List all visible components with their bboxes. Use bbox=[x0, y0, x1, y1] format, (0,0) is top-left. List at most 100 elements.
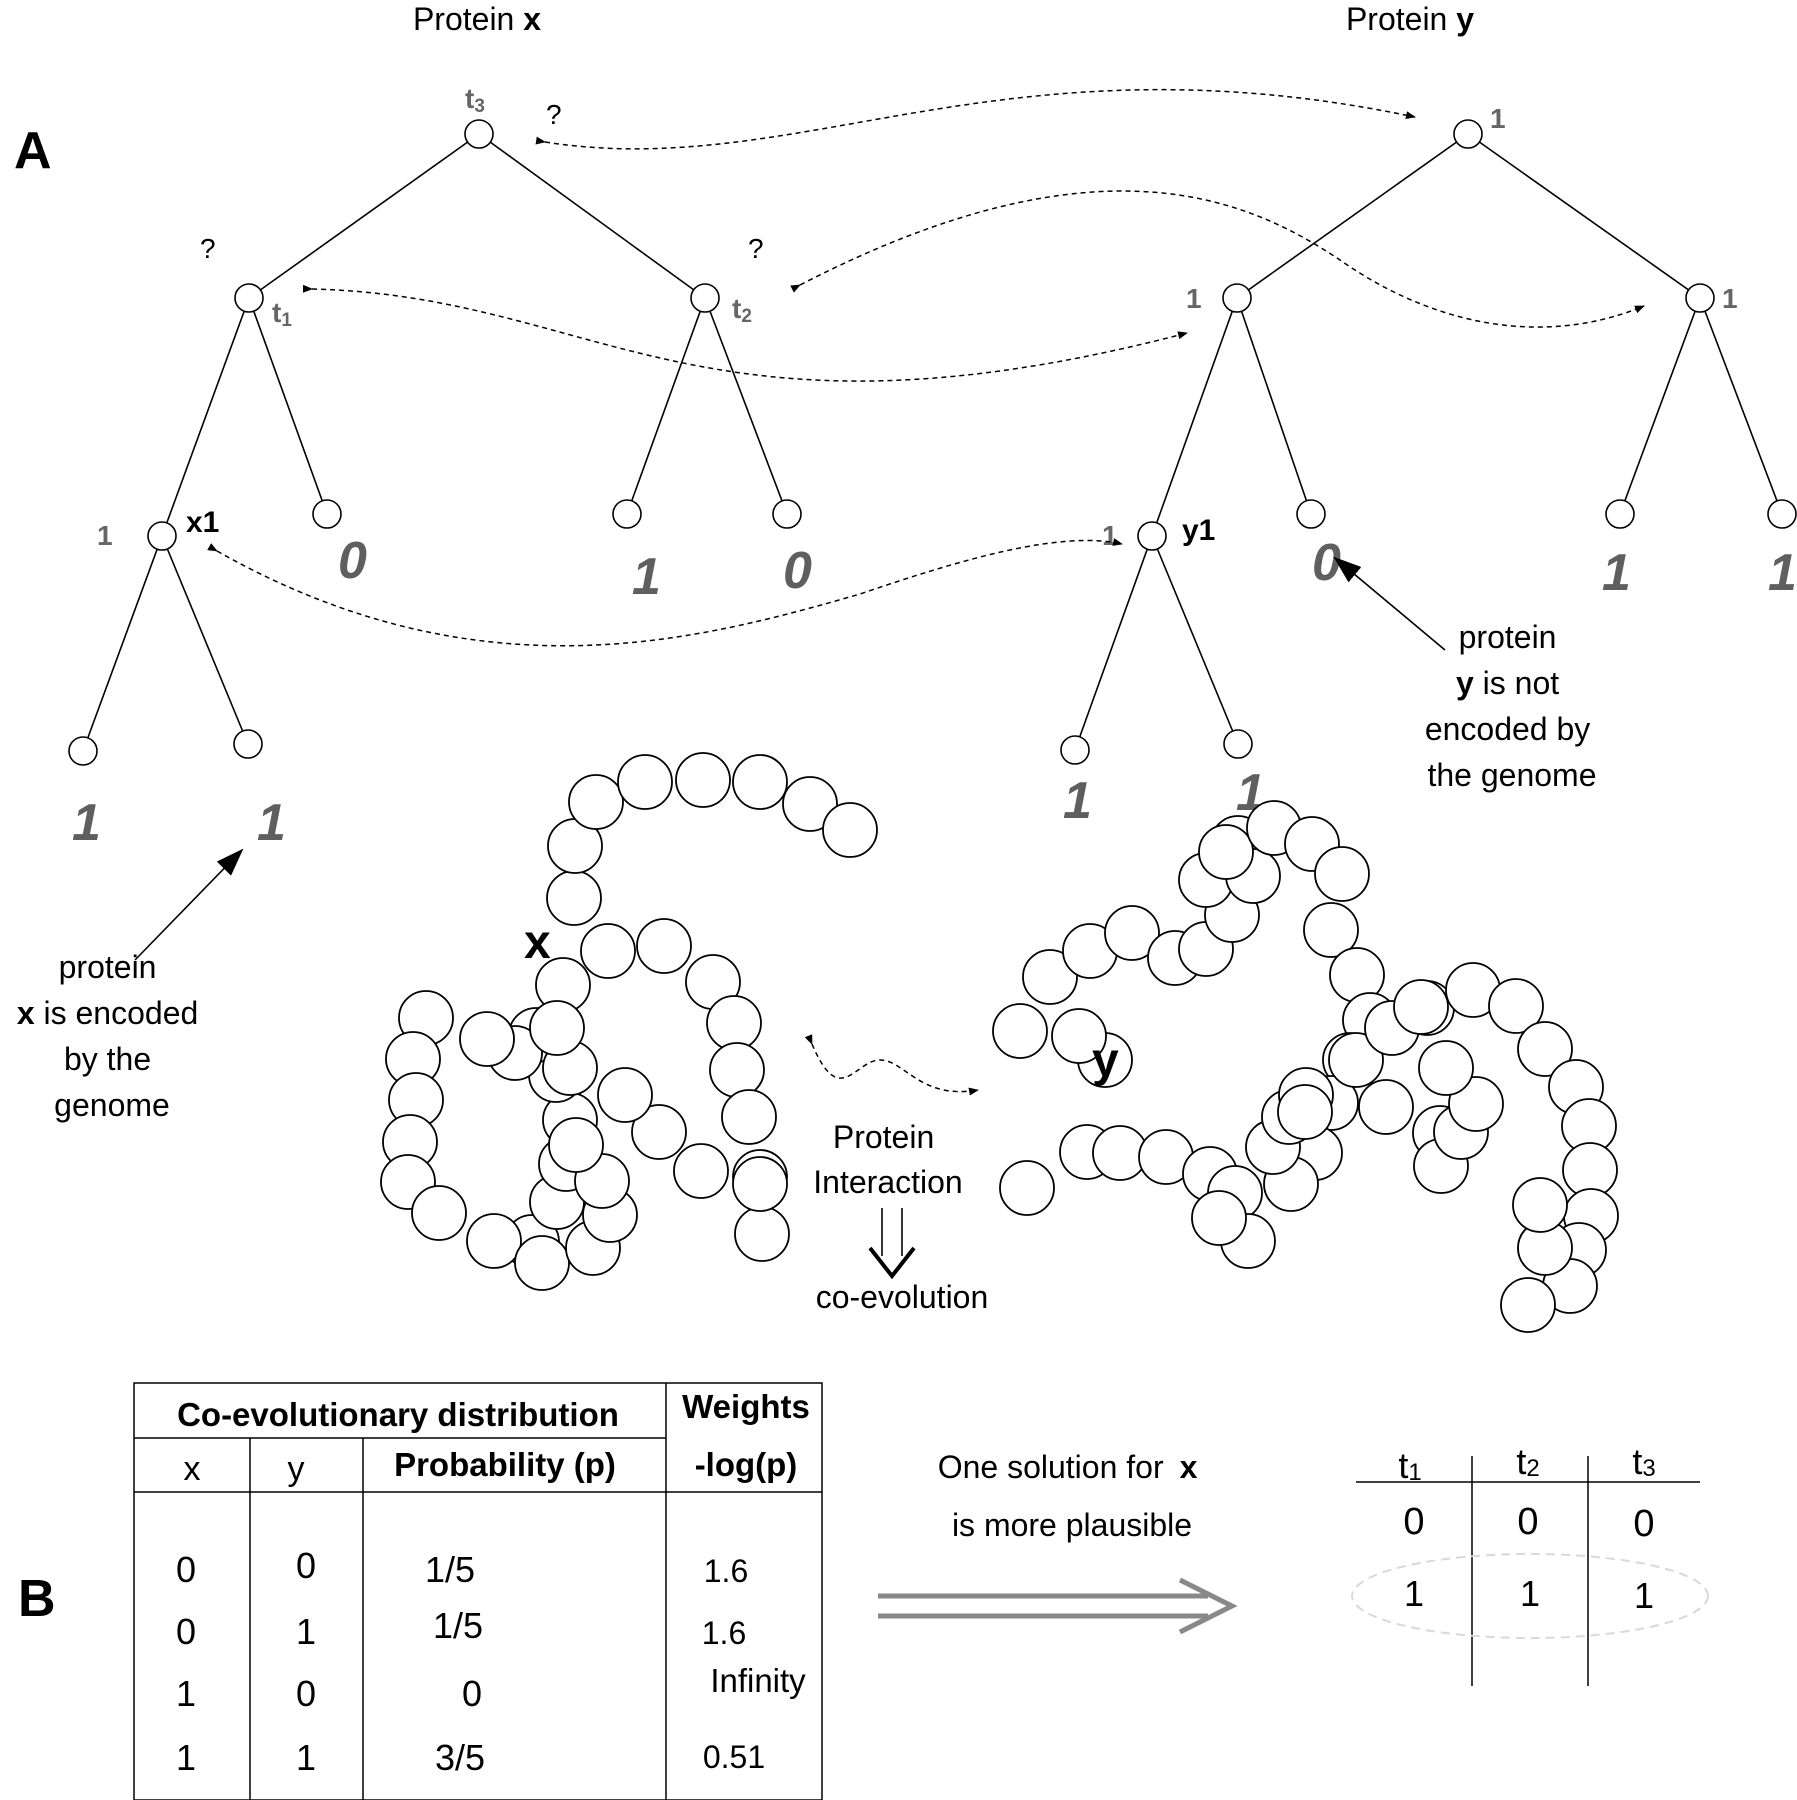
chain-bead bbox=[1022, 949, 1078, 1005]
chain-x-label: x bbox=[524, 916, 551, 969]
tree-x-leaf-node bbox=[233, 729, 263, 759]
tree-y-edge bbox=[1467, 133, 1701, 299]
chain-bead bbox=[1512, 1177, 1568, 1233]
solution-cell: 1 bbox=[1404, 1573, 1424, 1614]
tree-y-root-value: 1 bbox=[1490, 103, 1506, 134]
chain-bead bbox=[459, 1011, 515, 1067]
table-row: 1 1 3/5 0.51 bbox=[176, 1737, 765, 1778]
tree-x-x1-value: 1 bbox=[97, 520, 113, 551]
note-x-line2: x is encoded bbox=[17, 995, 198, 1031]
interaction-line2: Interaction bbox=[813, 1164, 962, 1200]
note-x-line3: by the bbox=[64, 1041, 151, 1077]
tree-y-leaf-value: 1 bbox=[1768, 544, 1797, 602]
table-frame bbox=[133, 1382, 823, 1800]
tree-x-x1-label: x1 bbox=[186, 506, 219, 539]
tree-x-edges bbox=[82, 133, 788, 752]
tree-x-edge bbox=[626, 297, 706, 515]
tree-x-edge bbox=[161, 535, 249, 745]
dashed-arrow-t2 bbox=[790, 190, 1645, 328]
chain-bead bbox=[734, 1206, 790, 1262]
chain-bead bbox=[548, 1117, 604, 1173]
chain-bead bbox=[597, 1067, 653, 1123]
implies-arrow-icon bbox=[868, 1208, 916, 1280]
table-row: 0 1 1/5 1.6 bbox=[176, 1605, 746, 1652]
cell-y: 1 bbox=[296, 1737, 316, 1778]
chain-bead bbox=[1448, 1076, 1504, 1132]
tree-y-edge bbox=[1151, 297, 1238, 537]
chain-bead bbox=[636, 918, 692, 974]
tree-y-leaf-node bbox=[1296, 499, 1326, 529]
table-weights-header-line1: Weights bbox=[682, 1388, 810, 1425]
cell-weight: 0.51 bbox=[703, 1739, 765, 1775]
interaction-squiggle-arrow bbox=[804, 1034, 979, 1096]
arrow-protein-y-note bbox=[1333, 556, 1446, 651]
tree-y-edge bbox=[1074, 535, 1153, 751]
chain-bead bbox=[617, 754, 673, 810]
protein-x-title-prefix: Protein bbox=[413, 1, 523, 37]
chain-bead bbox=[1314, 846, 1370, 902]
tree-y-edge bbox=[1619, 297, 1701, 515]
cell-y: 0 bbox=[296, 1673, 316, 1714]
note-y-line2: y is not bbox=[1456, 665, 1559, 701]
tree-x-t1-label: t1 bbox=[272, 297, 292, 331]
cell-weight: 1.6 bbox=[702, 1615, 746, 1651]
chain-bead bbox=[709, 1042, 765, 1098]
chain-bead bbox=[1277, 1084, 1333, 1140]
cell-x: 0 bbox=[176, 1611, 196, 1652]
chain-bead bbox=[466, 1213, 522, 1269]
protein-x-title-letter: x bbox=[523, 1, 541, 37]
chain-bead bbox=[1418, 1040, 1474, 1096]
chain-bead bbox=[580, 923, 636, 979]
protein-y-title: Protein y bbox=[1346, 1, 1474, 37]
cell-weight: Infinity bbox=[710, 1662, 806, 1699]
tree-y-left-value: 1 bbox=[1186, 283, 1202, 314]
tree-y-y1-label: y1 bbox=[1182, 514, 1215, 547]
table-col-x: x bbox=[184, 1450, 201, 1488]
table-col-y: y bbox=[288, 1450, 305, 1488]
tree-x-edge bbox=[161, 297, 250, 537]
tree-x-t2-question: ? bbox=[748, 233, 764, 264]
solution-cell: 0 bbox=[1633, 1503, 1654, 1545]
tree-x-leaf-value: 0 bbox=[783, 542, 812, 600]
tree-x-edge bbox=[704, 297, 788, 515]
note-x-line4: genome bbox=[54, 1087, 170, 1123]
dashed-arrow-t1 bbox=[302, 284, 1188, 382]
tree-x-x1-node bbox=[147, 521, 177, 551]
dashed-arrow-root bbox=[535, 88, 1416, 150]
protein-x-chain bbox=[380, 752, 878, 1291]
tree-y-leaf-node bbox=[1605, 499, 1635, 529]
chain-bead bbox=[1104, 905, 1160, 961]
tree-y-leaf-value: 1 bbox=[1063, 772, 1092, 830]
solution-text-line2: is more plausible bbox=[952, 1507, 1192, 1543]
panel-b-label: B bbox=[18, 1570, 56, 1628]
tree-x-edge bbox=[248, 133, 480, 299]
arrow-protein-x-note bbox=[134, 848, 244, 961]
cell-x: 1 bbox=[176, 1673, 196, 1714]
tree-y-edge bbox=[1236, 133, 1469, 299]
chain-bead bbox=[1358, 1079, 1414, 1135]
tree-x-edge bbox=[478, 133, 706, 299]
tree-x-leaf-node bbox=[312, 499, 342, 529]
tree-y-leaf-node bbox=[1223, 729, 1253, 759]
table-group-header: Co-evolutionary distribution bbox=[177, 1396, 619, 1433]
cell-y: 0 bbox=[296, 1545, 316, 1586]
tree-x-t2-node bbox=[690, 283, 720, 313]
tree-x-edge bbox=[82, 535, 163, 752]
interaction-line1: Protein bbox=[833, 1119, 934, 1155]
solution-header-t3: t3 bbox=[1632, 1441, 1655, 1482]
tree-x-t1-node bbox=[234, 283, 264, 313]
table-col-probability: Probability (p) bbox=[394, 1446, 616, 1483]
tree-y-edge bbox=[1151, 535, 1239, 745]
solution-row: 1 1 1 bbox=[1404, 1573, 1654, 1616]
tree-x-leaf-node bbox=[68, 736, 98, 766]
chain-bead bbox=[675, 752, 731, 808]
cell-weight: 1.6 bbox=[704, 1553, 748, 1589]
chain-bead bbox=[721, 1089, 777, 1145]
chain-bead bbox=[1191, 1190, 1247, 1246]
chain-bead bbox=[1303, 902, 1359, 958]
cell-x: 1 bbox=[176, 1737, 196, 1778]
tree-x-leaf-value: 0 bbox=[338, 532, 367, 590]
tree-y-edge bbox=[1236, 297, 1312, 515]
